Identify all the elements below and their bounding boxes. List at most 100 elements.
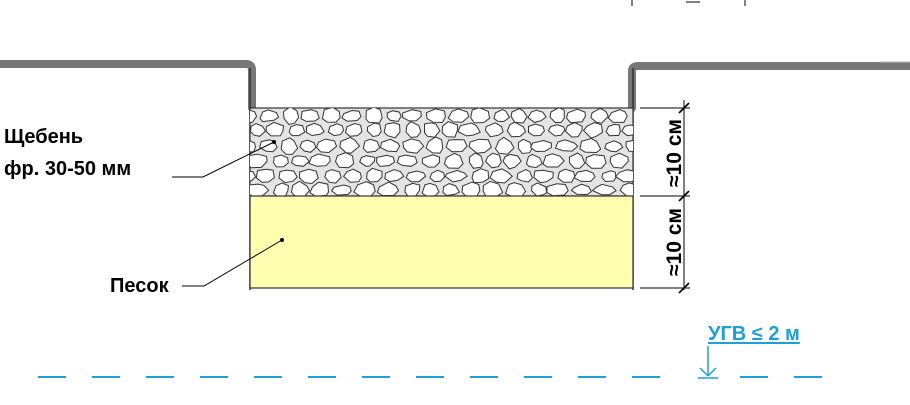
gravel-stone [425,108,446,124]
gravel-stone [625,139,633,152]
gravel-stone [424,122,441,138]
gravel-stone [445,139,468,153]
gravel-stone [471,168,490,184]
gravel-stone [299,139,317,153]
gravel-stone [468,152,484,169]
gravel-stone [614,169,633,183]
gravel-stone [396,154,418,167]
gravel-stone [582,121,604,139]
gravel-stone [585,154,607,169]
gravel-stone [305,122,325,137]
gravel-stone [546,183,569,196]
gravel-stone [316,138,338,154]
gravel-stone [341,109,362,122]
gravel-stone [280,137,299,155]
gravel-stone [308,153,331,167]
gravel-leader-line [172,141,275,178]
gravel-stone [533,169,554,184]
gravel-stone [384,169,405,183]
gravel-fraction-label: фр. 30-50 мм [4,158,132,180]
gravel-stone [250,170,257,182]
gravel-stone [564,122,583,138]
gravel-stone [353,181,376,196]
gravel-stone [619,182,633,196]
ground-surface-right [628,62,910,112]
gravel-stone [565,108,586,124]
gravel-stone [383,122,401,139]
gravel-stone [444,169,468,183]
gravel-stone [531,182,548,196]
gravel-stone [568,152,586,169]
gravel-stone [250,153,268,169]
gravel-stone [250,109,258,124]
gravel-stone [485,152,502,169]
gravel-stone [298,168,319,185]
gravel-stone [554,139,579,152]
gravel-stone [591,183,617,196]
gravel-stone [542,153,565,168]
gravel-stone [493,108,511,123]
gravel-stone [443,152,464,169]
gravel-stone [605,123,621,137]
gravel-stone [300,109,320,122]
gravel-stone [250,122,267,137]
gravel-stone [365,108,383,124]
gravel-stone [494,136,515,155]
gravel-stone [386,110,402,123]
gravel-stone [425,136,444,154]
gravel-stone [590,108,609,124]
gravel-stone [482,180,504,196]
ground-surface-left [0,60,256,112]
gravel-stone [339,136,361,154]
gravel-stone [342,168,362,183]
gravel-stone [334,152,355,169]
sand-thickness-label: ≈10 см [663,208,686,276]
gravel-stone [405,120,422,138]
gravel-stone [290,155,311,167]
gravel-stone [470,108,491,124]
gravel-stone [288,124,306,137]
gravel-stone [527,109,547,123]
gravel-stone [447,108,470,123]
gravel-stone [601,170,617,183]
gravel-stone [528,123,545,137]
gravel-stone [525,153,543,169]
gravel-label: Щебень [4,126,84,148]
gravel-thickness-label: ≈10 см [663,119,686,187]
gravel-stone [273,154,289,168]
gravel-stone [376,154,396,167]
gravel-stone [429,169,446,183]
gravel-stone [290,180,311,196]
gravel-stone [504,182,527,196]
gravel-stone [359,155,376,167]
gravel-stone [250,140,257,153]
gravel-stone [321,108,341,123]
gravel-stone [573,169,596,182]
gravel-stone [278,169,298,184]
gravel-stone [265,121,285,137]
gravel-layer [249,107,634,197]
dimension-lines [640,100,690,294]
gravel-stone [604,140,624,153]
gravel-stone [401,109,422,122]
gravel-stone [330,184,352,196]
gravel-stone [255,168,275,183]
sand-layer [249,195,634,289]
gravel-stone [609,152,629,169]
gravel-stone [570,183,593,196]
gravel-stone [402,138,425,154]
gravel-stone [461,181,481,196]
gravel-stone [344,122,363,137]
sand-leader-line [182,239,283,287]
gravel-stone [366,167,383,183]
gravel-stone [529,139,552,153]
gravel-stone [549,108,565,124]
gravel-stone [621,124,633,137]
gravel-stone [380,138,401,153]
gravel-stone [468,138,493,154]
gravel-stone [607,109,628,123]
gravel-stone [502,153,522,170]
gravel-stone [405,170,427,183]
gravel-stone [484,122,504,138]
